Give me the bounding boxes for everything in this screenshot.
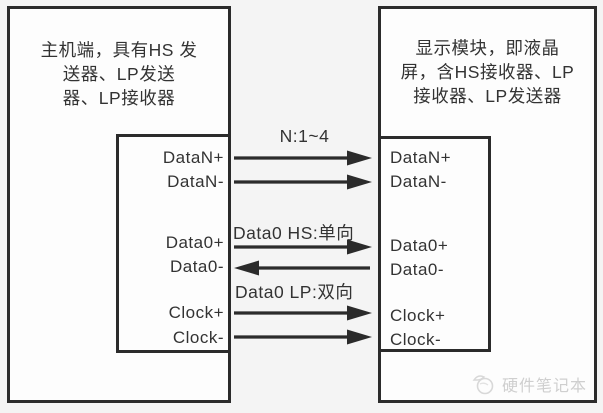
watermark-text: 硬件笔记本 — [502, 378, 588, 395]
display-text-line2: 屏，含HS接收器、LP — [400, 62, 575, 82]
display-text-line3: 接收器、LP发送器 — [413, 86, 562, 106]
host-text-line2: 送器、LP发送 — [62, 64, 176, 84]
bird-logo-icon — [471, 371, 497, 397]
pin-datan-plus-left: DataN+ — [162, 148, 224, 167]
pin-datan-minus-left: DataN- — [167, 172, 224, 191]
pin-data0-minus-left: Data0- — [169, 257, 224, 276]
arrow-clock-minus — [234, 329, 372, 345]
arrow-data0-lp — [234, 260, 370, 276]
display-text-line1: 显示模块，即液晶 — [415, 38, 560, 58]
arrow-data0-hs — [234, 239, 372, 255]
lane-count-label: N:1~4 — [279, 126, 330, 146]
watermark: 硬件笔记本 — [471, 371, 587, 397]
pin-data0-minus-right: Data0- — [390, 260, 445, 279]
data0-hs-mode-label: Data0 HS:单向 — [233, 223, 355, 243]
pin-data0-plus-right: Data0+ — [390, 236, 449, 255]
arrow-clock-plus — [234, 305, 372, 321]
pin-datan-plus-right: DataN+ — [390, 148, 452, 167]
display-signal-pins-box — [378, 136, 491, 352]
pin-datan-minus-right: DataN- — [390, 172, 447, 191]
display-box-description: 显示模块，即液晶 屏，含HS接收器、LP 接收器、LP发送器 — [382, 36, 593, 108]
host-box-description: 主机端，具有HS 发 送器、LP发送 器、LP接收器 — [12, 38, 226, 110]
pin-clock-minus-right: Clock- — [390, 330, 442, 349]
host-text-line3: 器、LP接收器 — [62, 88, 176, 108]
pin-clock-plus-right: Clock+ — [390, 306, 446, 325]
pin-clock-minus-left: Clock- — [172, 328, 224, 347]
pin-data0-plus-left: Data0+ — [165, 233, 224, 252]
host-signal-pins-box — [116, 134, 231, 353]
display-box — [378, 6, 597, 403]
host-text-line1: 主机端，具有HS 发 — [40, 40, 198, 60]
arrow-datan-plus — [234, 150, 372, 166]
signal-arrows — [234, 150, 372, 345]
host-box — [7, 6, 231, 403]
pin-clock-plus-left: Clock+ — [168, 303, 224, 322]
data0-lp-mode-label: Data0 LP:双向 — [235, 282, 354, 302]
arrow-datan-minus — [234, 174, 372, 190]
